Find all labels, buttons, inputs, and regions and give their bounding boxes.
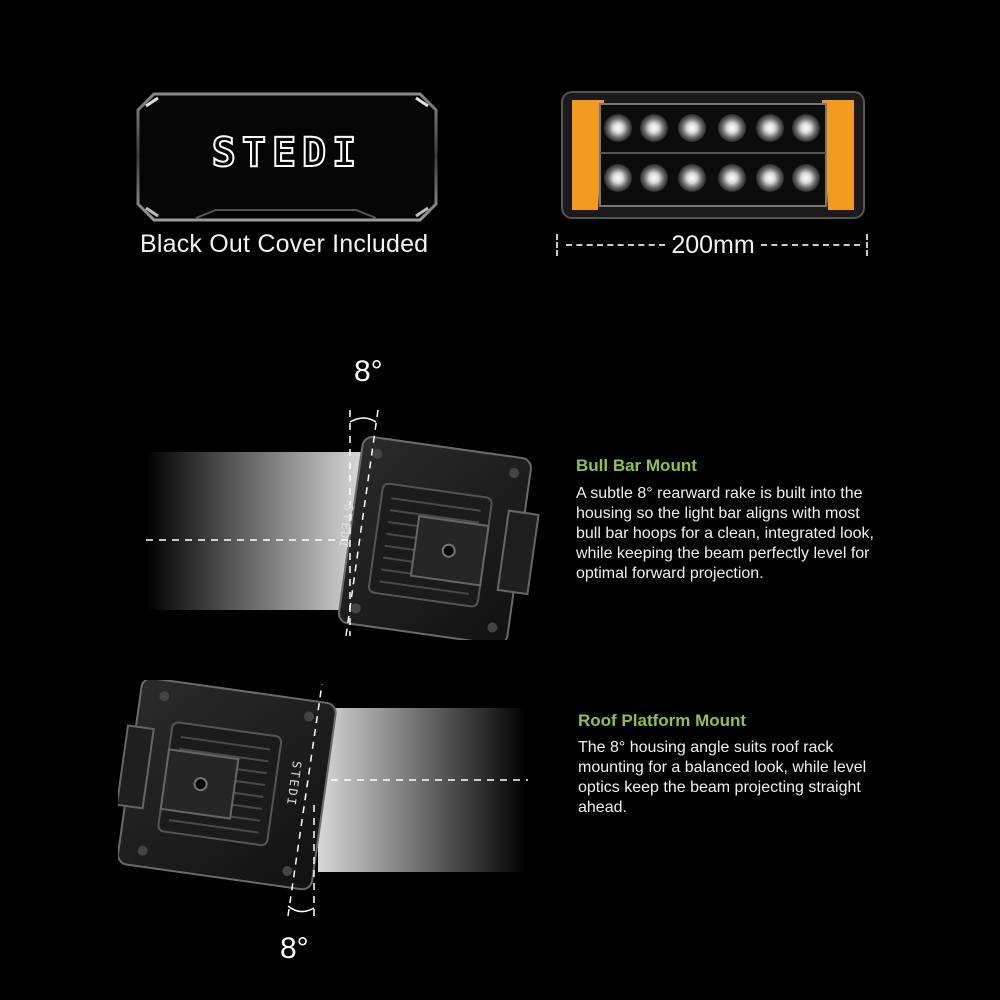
bull-bar-description: A subtle 8° rearward rake is built into …: [576, 485, 874, 582]
cover-caption: Black Out Cover Included: [140, 230, 429, 258]
dimension-line-left: [566, 244, 666, 246]
roof-diagram: [115, 677, 538, 920]
width-label: 200mm: [671, 230, 755, 259]
roof-description: The 8° housing angle suits roof rack mou…: [578, 739, 867, 816]
bull-bar-angle-label: 8°: [354, 355, 383, 388]
cover-logo: STEDI: [211, 129, 363, 177]
dimension-tick-right: [866, 234, 870, 256]
blackout-cover: STEDI: [136, 92, 438, 222]
width-dimension: 200mm: [556, 230, 870, 260]
bull-bar-title: Bull Bar Mount: [576, 456, 697, 475]
dimension-tick-left: [556, 234, 560, 256]
roof-title: Roof Platform Mount: [578, 711, 747, 730]
roof-angle-label: 8°: [280, 932, 309, 965]
bull-bar-diagram: [140, 400, 540, 646]
dimension-line-right: [760, 244, 860, 246]
lightbar-front: [560, 90, 866, 220]
